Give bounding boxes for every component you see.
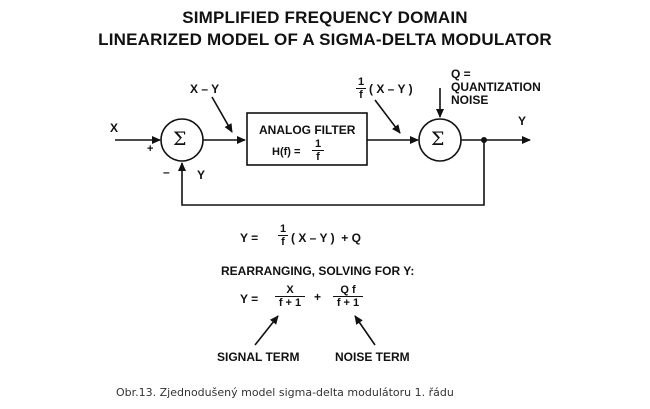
plus-sign: +: [147, 143, 154, 155]
signal-term-numerator: X: [275, 284, 305, 297]
noise-term-pointer: [354, 315, 376, 346]
input-x-label: X: [110, 121, 119, 135]
summer-1-sigma-symbol: Σ: [173, 128, 187, 150]
filter-transfer-prefix: H(f) =: [272, 146, 301, 158]
noise-term-numerator: Q f: [333, 284, 363, 297]
summer-2-sigma-symbol: Σ: [431, 128, 445, 150]
rearranging-heading: REARRANGING, SOLVING FOR Y:: [221, 264, 415, 278]
equation-1-lhs: Y =: [240, 231, 259, 245]
figure-caption: Obr.13. Zjednodušený model sigma-delta m…: [116, 386, 454, 399]
filtered-signal-label: ( X – Y ): [369, 82, 413, 96]
equation-1-fraction: 1 f: [278, 223, 288, 248]
filter-transfer-numerator: 1: [312, 138, 324, 151]
filtered-numerator: 1: [356, 76, 366, 89]
equation-2-lhs: Y =: [240, 292, 259, 306]
filter-transfer-fraction: 1 f: [312, 138, 324, 163]
feedback-y-label: Y: [197, 168, 206, 182]
filtered-denominator: f: [359, 89, 363, 101]
filtered-fraction: 1 f: [356, 76, 366, 101]
pickoff-dot: [481, 137, 487, 143]
error-label-pointer: [211, 96, 233, 133]
equation-1-denominator: f: [281, 236, 285, 248]
signal-term-pointer: [254, 315, 279, 346]
quantization-label: QUANTIZATION: [451, 80, 541, 94]
error-x-minus-y-label: X – Y: [190, 82, 220, 96]
signal-term-label: SIGNAL TERM: [217, 350, 300, 364]
equation-2-plus: +: [314, 290, 322, 304]
noise-term-label: NOISE TERM: [335, 350, 410, 364]
noise-label: NOISE: [451, 93, 489, 107]
diagram-title-line-2: LINEARIZED MODEL OF A SIGMA-DELTA MODULA…: [98, 30, 552, 49]
minus-sign: –: [163, 165, 170, 179]
q-label: Q =: [451, 67, 471, 81]
diagram-title-line-1: SIMPLIFIED FREQUENCY DOMAIN: [182, 8, 468, 27]
filter-title: ANALOG FILTER: [259, 123, 356, 137]
signal-term-fraction: X f + 1: [275, 284, 305, 309]
output-y-label: Y: [518, 114, 527, 128]
signal-term-denominator: f + 1: [278, 297, 302, 309]
equation-1-rest: ( X – Y ) + Q: [291, 231, 361, 245]
filter-transfer-denominator: f: [316, 151, 320, 163]
noise-term-denominator: f + 1: [336, 297, 360, 309]
equation-1-numerator: 1: [278, 223, 288, 236]
feedback-path: [178, 140, 485, 206]
analog-filter-block: [246, 112, 368, 166]
filtered-label-pointer: [374, 99, 401, 134]
noise-term-fraction: Q f f + 1: [333, 284, 363, 309]
